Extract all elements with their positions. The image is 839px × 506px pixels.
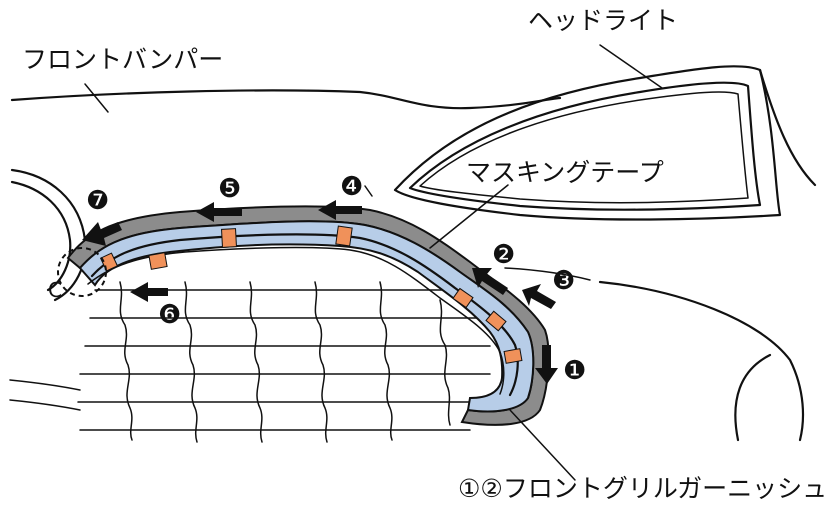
step-marker-2: ❷: [492, 240, 516, 270]
step-marker-3: ❸: [552, 266, 576, 296]
headlight-shape: [393, 65, 817, 221]
garnish-inner-line: [90, 233, 519, 397]
leader-front-bumper: [84, 83, 109, 113]
label-garnish: ①②フロントグリルガーニッシュ: [458, 474, 828, 503]
leader-headlight: [599, 44, 663, 89]
label-masking-tape: マスキングテープ: [466, 158, 664, 187]
step-marker-6: ❻: [158, 300, 182, 330]
detail-c-circle: [57, 247, 107, 297]
label-front-bumper: フロントバンパー: [22, 45, 224, 74]
label-headlight: ヘッドライト: [528, 6, 679, 35]
tape-pieces: [99, 225, 523, 364]
leader-garnish: [509, 409, 576, 481]
grille-lattice: [9, 281, 491, 443]
direction-arrows: [82, 200, 558, 384]
step-marker-7: ❼: [86, 186, 110, 216]
leader-step-4: [364, 185, 373, 197]
step-marker-5: ❺: [218, 174, 242, 204]
garnish-part: [78, 220, 535, 413]
step-marker-1: ❶: [563, 356, 587, 386]
label-detail-c: C: [48, 278, 62, 302]
garnish-inner-line-2: [87, 246, 505, 395]
bumper-side-line: [598, 280, 805, 442]
bumper-top-line: [10, 89, 562, 110]
leader-masking-tape: [429, 184, 509, 249]
bumper-step-line: [504, 267, 591, 281]
step-marker-4: ❹: [340, 172, 364, 202]
bumper-lower-line: [734, 353, 772, 442]
